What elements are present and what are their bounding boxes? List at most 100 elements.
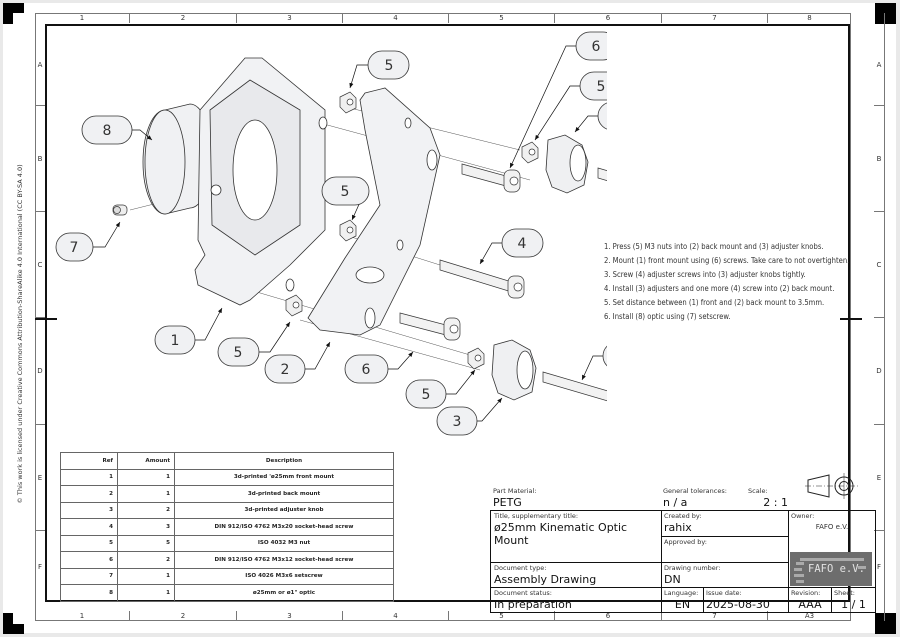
bom-amount: 1: [117, 567, 175, 585]
zone-label: C: [35, 212, 45, 318]
bom-amount: 5: [117, 534, 175, 552]
zone-label: B: [35, 106, 45, 212]
zone-label: E: [35, 425, 45, 531]
bom-description: DIN 912/ISO 4762 M3x20 socket-head screw: [174, 518, 394, 536]
balloon-label: 5: [597, 79, 606, 95]
instruction-step: 5. Set distance between (1) front and (2…: [604, 298, 825, 307]
drawing-title: ø25mm Kinematic Optic Mount: [494, 521, 628, 547]
zone-label: A: [874, 24, 884, 106]
bom-ref: 4: [60, 518, 118, 536]
owner-value: FAFO e.V.: [815, 523, 849, 531]
zone-label: 5: [449, 13, 555, 23]
zone-label: 3: [237, 611, 343, 621]
bom-description: 3d-printed back mount: [174, 485, 394, 503]
zone-label: C: [874, 212, 884, 318]
balloon-label: 5: [385, 58, 394, 74]
drawing-frame: [45, 24, 850, 602]
right-zone-border: [884, 13, 885, 621]
bom-description: ISO 4032 M3 nut: [174, 534, 394, 552]
part-material-value: PETG: [493, 496, 522, 509]
setscrew-part-7: [112, 204, 128, 216]
balloon-label: 8: [103, 123, 112, 139]
zone-label: 8: [807, 14, 812, 22]
revision-label: Revision:: [791, 589, 821, 597]
document-type-field: Document type: Assembly Drawing: [492, 563, 660, 587]
bom-ref: 3: [60, 501, 118, 519]
fafo-logo: FAFO e.V.: [790, 552, 872, 586]
zone-label: 1: [35, 611, 130, 621]
bom-amount: 3: [117, 518, 175, 536]
part-material-field: Part Material: PETG: [493, 487, 537, 509]
tb-divider: [661, 536, 788, 537]
zone-label: A3: [804, 612, 815, 620]
balloon-label: 5: [341, 184, 350, 200]
bom-description: 3d-printed adjuster knob: [174, 501, 394, 519]
logo-pixel-pattern-icon: [794, 558, 866, 583]
zone-label: 1: [35, 13, 130, 23]
nut-part-5: [285, 91, 539, 370]
language-value: EN: [674, 598, 691, 611]
tb-divider: [661, 510, 662, 613]
tolerances-field: General tolerances: n / a: [663, 487, 727, 509]
zone-label: 5: [449, 611, 555, 621]
revision-value: AAA: [798, 598, 822, 611]
corner-mark-top-right: [875, 3, 896, 24]
approved-by-field: Approved by:: [662, 537, 787, 548]
zone-label: 7: [662, 13, 768, 23]
bom-amount: 2: [117, 501, 175, 519]
zone-label: 6: [555, 13, 662, 23]
balloon-label: 6: [592, 39, 601, 55]
part-material-label: Part Material:: [493, 487, 537, 495]
zone-label: D: [874, 318, 884, 425]
tb-divider: [703, 587, 704, 613]
zone-label: A: [35, 24, 45, 106]
zone-label: 7: [662, 611, 768, 621]
document-status-field: Document status: In preparation: [492, 588, 660, 612]
bom-ref: 5: [60, 534, 118, 552]
scale-label: Scale:: [748, 487, 768, 495]
corner-mark-bottom-left-h: [3, 624, 24, 634]
balloon-label: 7: [70, 240, 79, 256]
bom-ref: 7: [60, 567, 118, 585]
issue-date-field: Issue date: 2025-08-30: [704, 588, 788, 612]
tb-divider: [788, 510, 789, 613]
balloon-label: 3: [453, 414, 462, 430]
zone-label: 2: [130, 611, 237, 621]
instruction-step: 2. Mount (1) front mount using (6) screw…: [604, 256, 850, 265]
drawing-number-value: DN: [664, 573, 681, 586]
document-type-label: Document type:: [494, 564, 547, 572]
zone-label: B: [874, 106, 884, 212]
title-field: Title, supplementary title: ø25mm Kinema…: [492, 511, 660, 548]
zone-label: 4: [343, 611, 449, 621]
approved-by-label: Approved by:: [664, 538, 707, 546]
logo-text: FAFO e.V.: [808, 563, 865, 575]
bom-description: 3d-printed 'ø25mm front mount: [174, 468, 394, 486]
scale-field: Scale: 2 : 1: [748, 487, 788, 509]
corner-mark-bottom-right: [875, 613, 896, 634]
drawing-number-label: Drawing number:: [664, 564, 721, 572]
corner-mark-bottom-left: [3, 613, 13, 634]
leader-lines: [93, 45, 603, 422]
balloon-label: 1: [171, 333, 180, 349]
zone-label: 4: [343, 13, 449, 23]
balloon-shapes: [55, 31, 607, 436]
owner-field: Owner: FAFO e.V.: [789, 511, 875, 532]
balloon-label: 5: [234, 345, 243, 361]
assembly-instructions: 1. Press (5) M3 nuts into (2) back mount…: [604, 240, 849, 324]
bom-ref: 6: [60, 551, 118, 569]
adjuster-knob-part-3: [491, 134, 589, 401]
scale-value: 2 : 1: [763, 496, 788, 509]
corner-mark-top-left: [3, 3, 24, 13]
license-notice: © This work is licensed under Creative C…: [16, 164, 24, 504]
zone-label: E: [874, 425, 884, 531]
instruction-step: 3. Screw (4) adjuster screws into (3) ad…: [604, 270, 806, 279]
drawing-number-field: Drawing number: DN: [662, 563, 787, 587]
instruction-step: 4. Install (3) adjusters and one more (4…: [604, 284, 835, 293]
